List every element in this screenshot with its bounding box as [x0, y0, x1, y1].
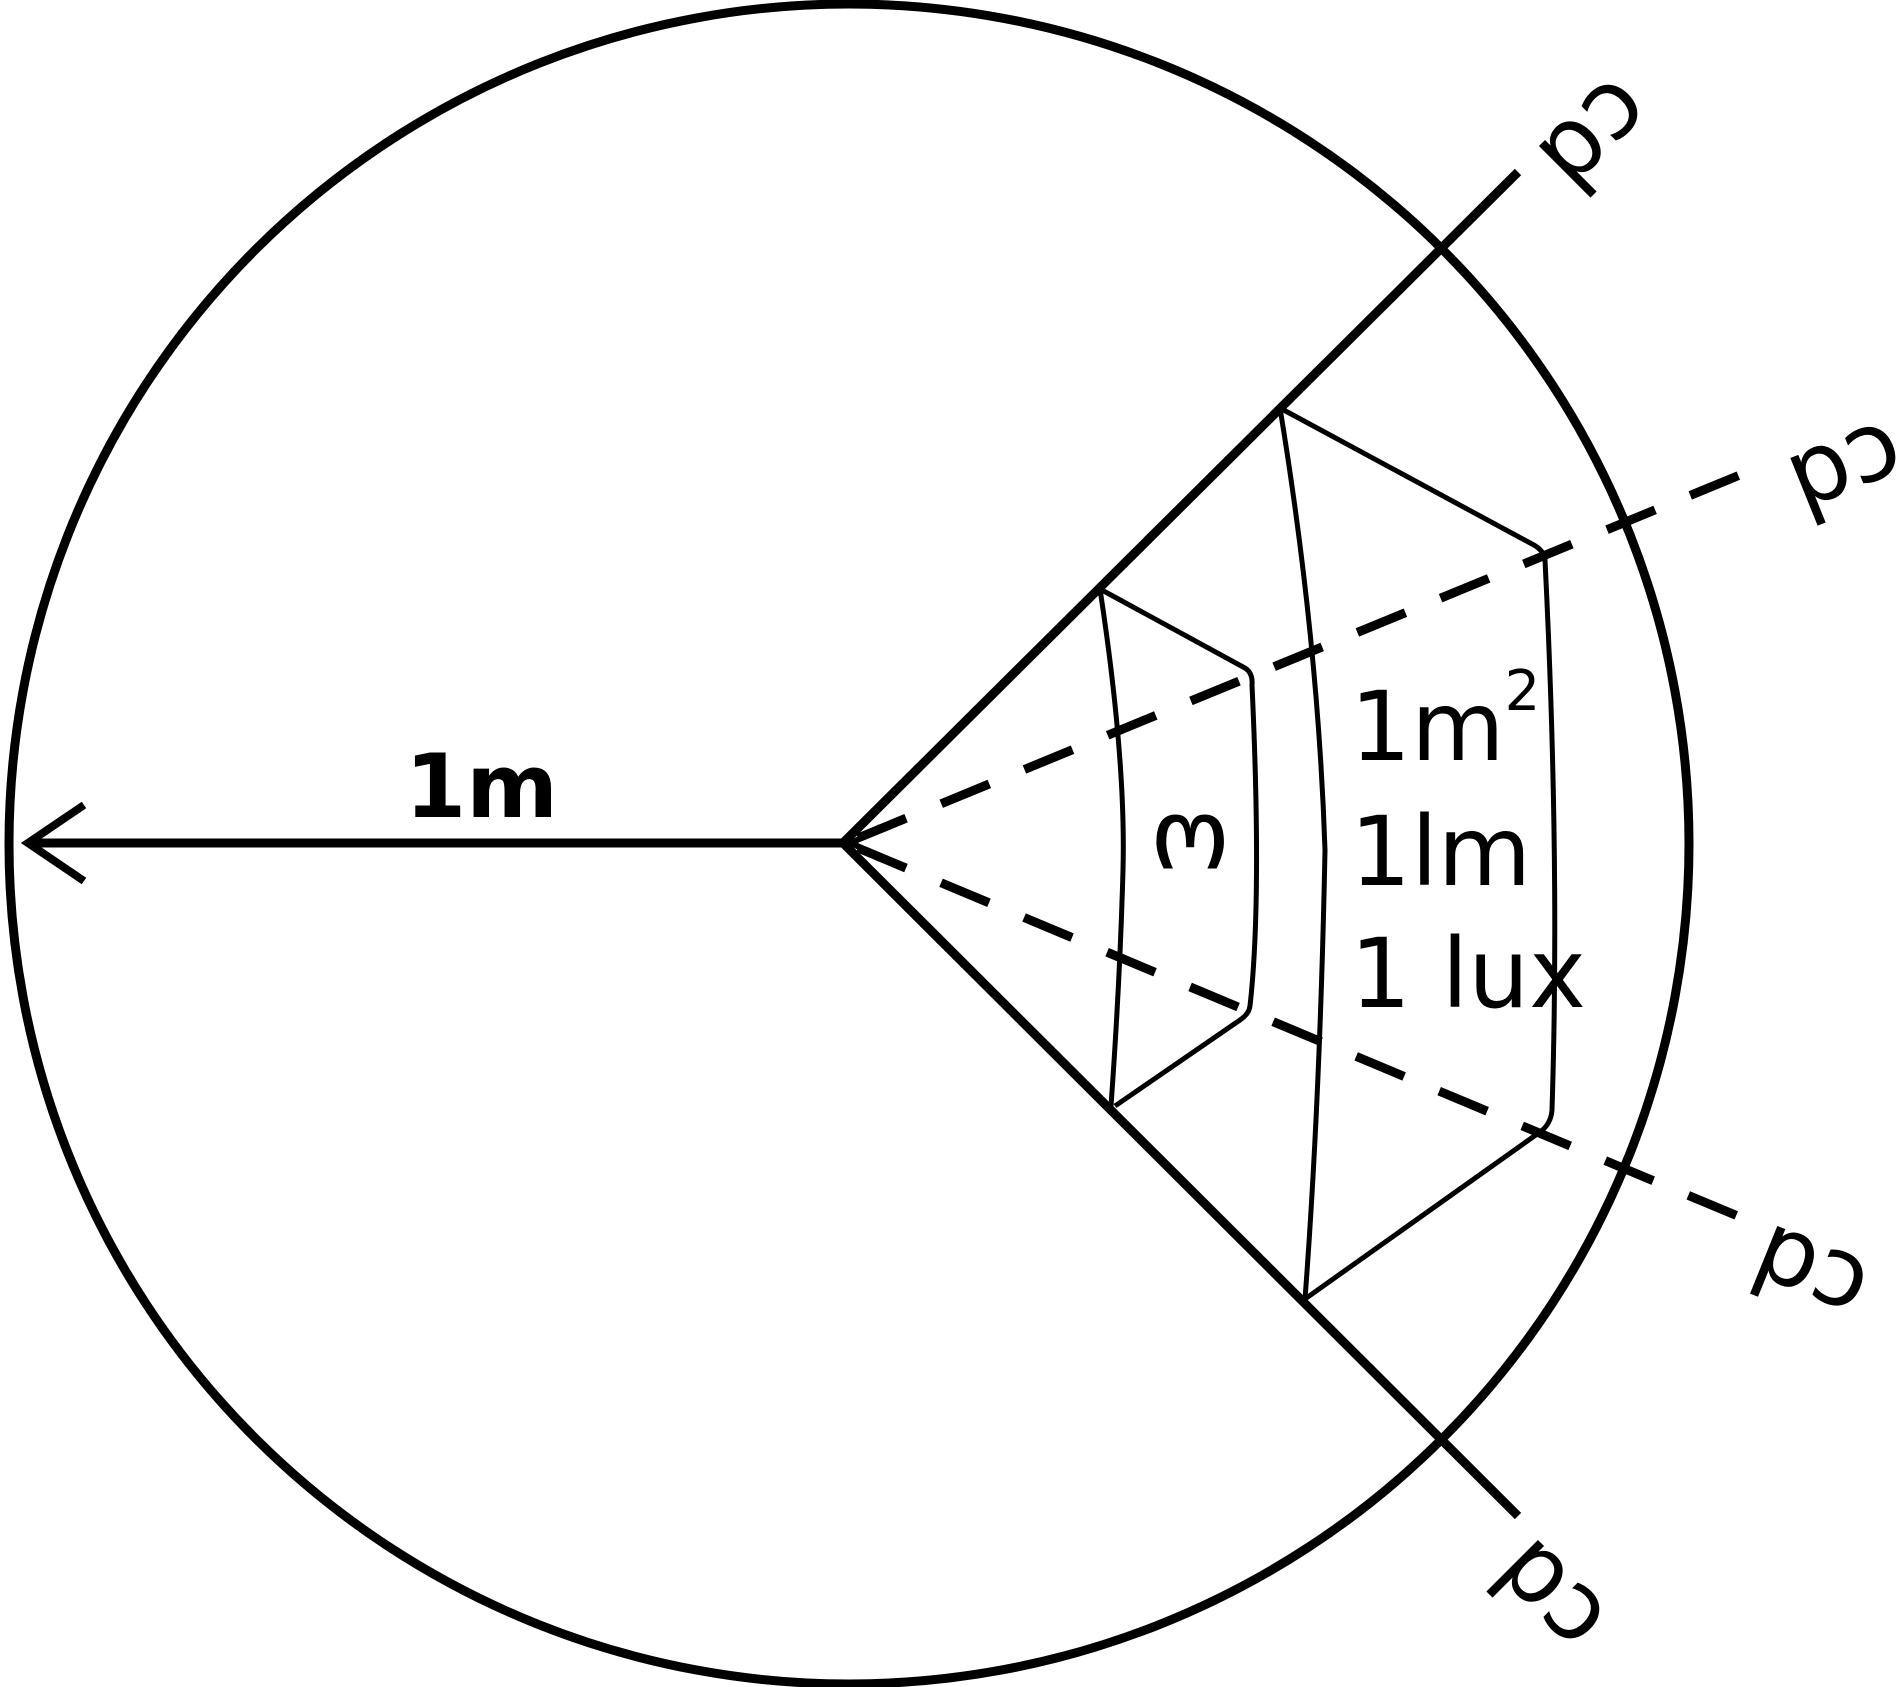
- radius-arrowhead: [20, 801, 87, 885]
- radius-label: 1m: [405, 735, 558, 838]
- inner-patch-outline: [1097, 586, 1260, 1109]
- cd-label-upper-right: cd: [1774, 397, 1897, 543]
- area-label-exponent: 2: [1505, 659, 1541, 724]
- cone-ray-lower: [839, 839, 1522, 1520]
- dashed-ray-upper: [856, 465, 1754, 843]
- outer-patch-outline: [1277, 405, 1558, 1302]
- unit-sphere-circle: [4, 0, 1694, 1687]
- area-label-base: 1m: [1350, 671, 1505, 783]
- cd-label-lower-right: cd: [1736, 1201, 1883, 1347]
- area-label: 1m2: [1350, 659, 1540, 783]
- lux-label: 1 lux: [1350, 918, 1586, 1030]
- cd-label-top: cd: [1517, 56, 1677, 216]
- cone-ray-upper: [839, 168, 1522, 847]
- dashed-rays-arrowhead: [845, 824, 882, 862]
- lumen-label: 1lm: [1350, 796, 1531, 908]
- solid-angle-label: ω: [1150, 793, 1230, 905]
- cd-label-bottom: cd: [1469, 1518, 1629, 1678]
- dashed-ray-lower: [856, 843, 1754, 1227]
